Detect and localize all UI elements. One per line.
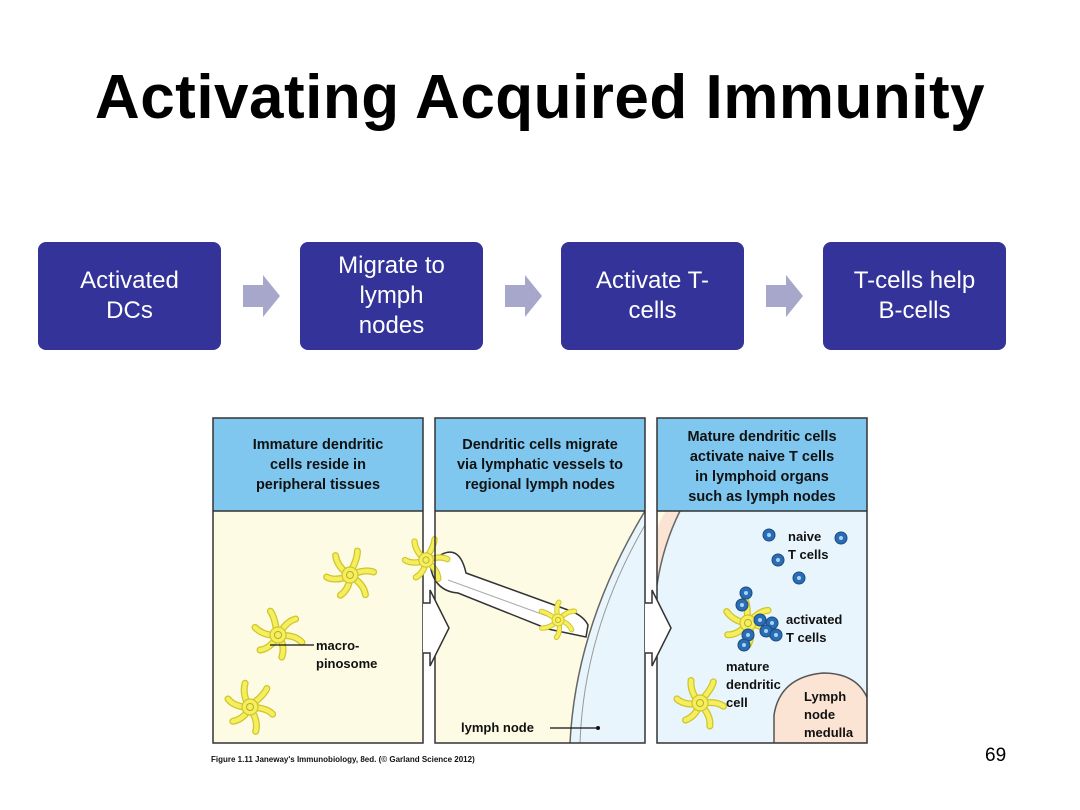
panel-transition-arrow xyxy=(645,589,672,667)
panel-2-header-line: regional lymph nodes xyxy=(465,477,615,493)
macropinosome-label: pinosome xyxy=(316,656,377,671)
naive-t-cell-icon xyxy=(834,531,848,545)
step-label: Activated DCs xyxy=(80,267,179,324)
panel-1-header-line: cells reside in xyxy=(270,457,366,473)
lymph-node-area xyxy=(570,511,645,743)
panel-1-header-line: Immature dendritic xyxy=(253,437,384,453)
panel-2-header-line: via lymphatic vessels to xyxy=(457,457,623,473)
step-activate-t-cells: Activate T- cells xyxy=(561,242,744,350)
panel-1-header-line: peripheral tissues xyxy=(256,477,380,493)
figure-caption: Figure 1.11 Janeway's Immunobiology, 8ed… xyxy=(211,755,475,764)
right-arrow-icon xyxy=(243,275,280,317)
naive-t-cell-icon xyxy=(762,528,776,542)
activated-t-cell-icon xyxy=(735,598,749,612)
panel-2-header-line: Dendritic cells migrate xyxy=(462,437,618,453)
activated-t-cells-label: activated xyxy=(786,612,842,627)
page-number: 69 xyxy=(985,745,1007,766)
medulla-label: Lymph xyxy=(804,689,846,704)
right-arrow-icon xyxy=(766,275,803,317)
naive-t-cells-label: T cells xyxy=(788,547,828,562)
panel-3-header xyxy=(657,418,867,511)
panel-3-header-line: activate naive T cells xyxy=(690,449,834,465)
step-t-cells-help: T-cells help B-cells xyxy=(823,242,1006,350)
lymph-node-medulla xyxy=(773,672,867,743)
step-label: Migrate to lymph nodes xyxy=(338,252,445,339)
naive-t-cell-icon xyxy=(771,553,785,567)
activated-t-cells-label: T cells xyxy=(786,630,826,645)
naive-t-cells-label: naive xyxy=(788,529,821,544)
panel-3-header-line: in lymphoid organs xyxy=(695,469,829,485)
step-label: T-cells help B-cells xyxy=(853,267,976,324)
right-arrow-icon xyxy=(505,275,542,317)
panel-transition-arrow xyxy=(423,589,450,667)
activated-t-cell-icon xyxy=(737,638,751,652)
activated-t-cell-icon xyxy=(769,628,783,642)
lymph-node-label: lymph node xyxy=(461,720,534,735)
mature-dendritic-cell-label: mature xyxy=(726,659,769,674)
medulla-label: medulla xyxy=(804,725,854,740)
panel-3-header-line: Mature dendritic cells xyxy=(687,429,836,445)
medulla-label: node xyxy=(804,707,835,722)
dendritic-cell-figure: Immature dendritic cells reside in perip… xyxy=(211,417,868,764)
step-migrate: Migrate to lymph nodes xyxy=(300,242,483,350)
step-label: Activate T- cells xyxy=(596,267,709,324)
slide-title: Activating Acquired Immunity xyxy=(94,63,986,132)
activated-t-cell-icon xyxy=(739,586,753,600)
step-activated-dcs: Activated DCs xyxy=(38,242,221,350)
panel-2-header xyxy=(435,418,645,511)
panel-1-header xyxy=(213,418,423,511)
mature-dendritic-cell-label: cell xyxy=(726,695,748,710)
mature-dendritic-cell-label: dendritic xyxy=(726,677,781,692)
naive-t-cell-icon xyxy=(792,571,806,585)
activated-t-cell-icon xyxy=(753,613,767,627)
panel-3-header-line: such as lymph nodes xyxy=(688,489,835,505)
macropinosome-label: macro- xyxy=(316,638,359,653)
